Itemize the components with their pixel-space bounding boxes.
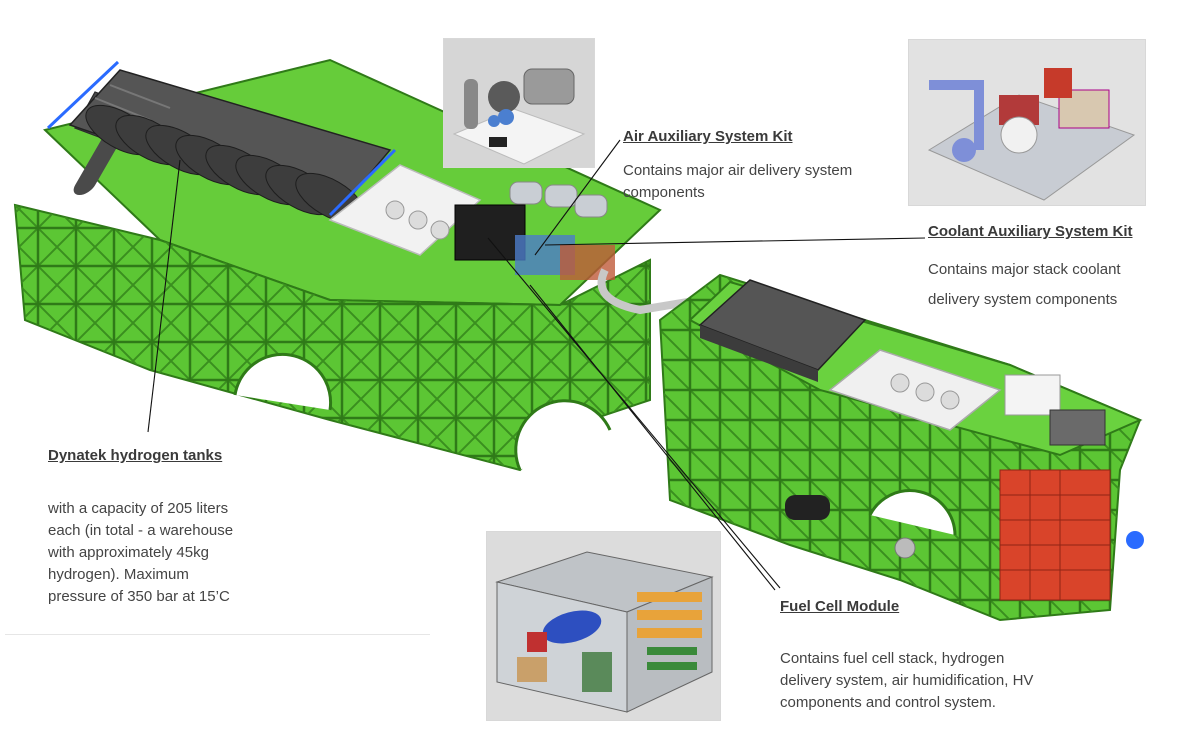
- fuel-cell-desc-line: delivery system, air humidification, HV: [780, 672, 1034, 689]
- air-kit-desc-line: Contains major air delivery system: [623, 162, 853, 179]
- coolant-kit-title: Coolant Auxiliary System Kit: [928, 223, 1133, 240]
- fuel-cell-description: Contains fuel cell stack, hydrogen deliv…: [780, 648, 1033, 714]
- coolant-kit-photo: [908, 39, 1146, 206]
- air-kit-description: Contains major air delivery system compo…: [623, 160, 852, 204]
- rear-bus-section: [658, 273, 1144, 622]
- tanks-description: with a capacity of 205 liters each (in t…: [48, 498, 233, 608]
- tanks-desc-line: hydrogen). Maximum: [48, 566, 189, 583]
- air-kit-desc-line: components: [623, 184, 705, 201]
- coolant-kit-desc-line: Contains major stack coolant: [928, 261, 1121, 278]
- fuel-cell-title: Fuel Cell Module: [780, 598, 900, 615]
- leader-lines: [147, 139, 926, 591]
- coolant-kit-description: Contains major stack coolant delivery sy…: [928, 255, 1121, 315]
- tanks-title: Dynatek hydrogen tanks: [48, 447, 223, 464]
- coolant-kit-desc-line: delivery system components: [928, 291, 1118, 308]
- red-battery-modules: [999, 469, 1111, 601]
- fuel-cell-module-photo: [486, 531, 721, 721]
- front-bus-section: [13, 58, 662, 472]
- tanks-desc-line: with approximately 45kg: [48, 544, 209, 561]
- air-kit-photo: [443, 38, 595, 168]
- tanks-desc-line: each (in total - a warehouse: [48, 522, 234, 539]
- fuel-cell-desc-line: components and control system.: [780, 694, 996, 711]
- tanks-desc-line: pressure of 350 bar at 15’C: [48, 588, 230, 605]
- fuel-cell-desc-line: Contains fuel cell stack, hydrogen: [780, 650, 1005, 667]
- air-kit-title: Air Auxiliary System Kit: [623, 128, 793, 145]
- divider: [5, 634, 430, 635]
- tanks-desc-line: with a capacity of 205 liters: [48, 500, 229, 517]
